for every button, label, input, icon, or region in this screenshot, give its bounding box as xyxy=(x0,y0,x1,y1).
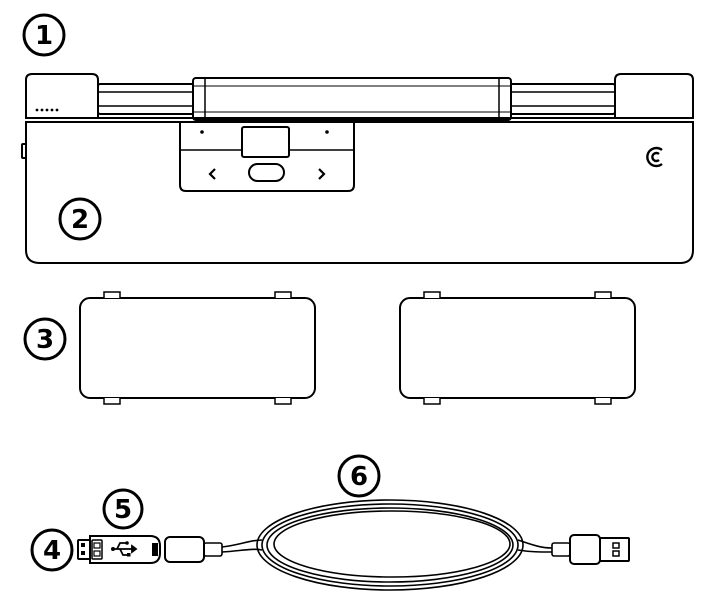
callout-4-label: 4 xyxy=(43,536,61,566)
copy-button xyxy=(241,126,290,158)
callout-5: 5 xyxy=(102,488,144,530)
side-connector xyxy=(21,143,27,159)
callout-3-label: 3 xyxy=(36,325,54,355)
callout-4: 4 xyxy=(30,528,74,572)
right-end-cap xyxy=(614,73,694,119)
callout-6-label: 6 xyxy=(350,462,368,492)
usb-cable xyxy=(203,499,571,591)
chevron-right-icon xyxy=(318,168,326,180)
palm-support-left xyxy=(79,291,316,405)
main-body xyxy=(25,121,694,264)
roller-sleeve xyxy=(192,77,512,121)
palm-support-right xyxy=(399,291,636,405)
callout-1: 1 xyxy=(22,13,66,57)
callout-2: 2 xyxy=(58,197,102,241)
left-end-cap xyxy=(25,73,99,119)
callout-6: 6 xyxy=(337,454,381,498)
callout-1-label: 1 xyxy=(35,21,53,51)
usb-trident-icon xyxy=(111,541,138,557)
usb-a-connector xyxy=(569,534,630,565)
center-oval-button xyxy=(248,163,285,182)
callout-3: 3 xyxy=(23,317,67,361)
cable-plug-head xyxy=(164,536,205,563)
chevron-left-icon xyxy=(208,168,216,180)
status-led-dots xyxy=(35,108,59,112)
callout-5-label: 5 xyxy=(114,495,132,525)
c-logo-icon xyxy=(646,146,663,168)
rollerbar-mouse-unit xyxy=(21,73,694,264)
callout-2-label: 2 xyxy=(71,205,89,235)
